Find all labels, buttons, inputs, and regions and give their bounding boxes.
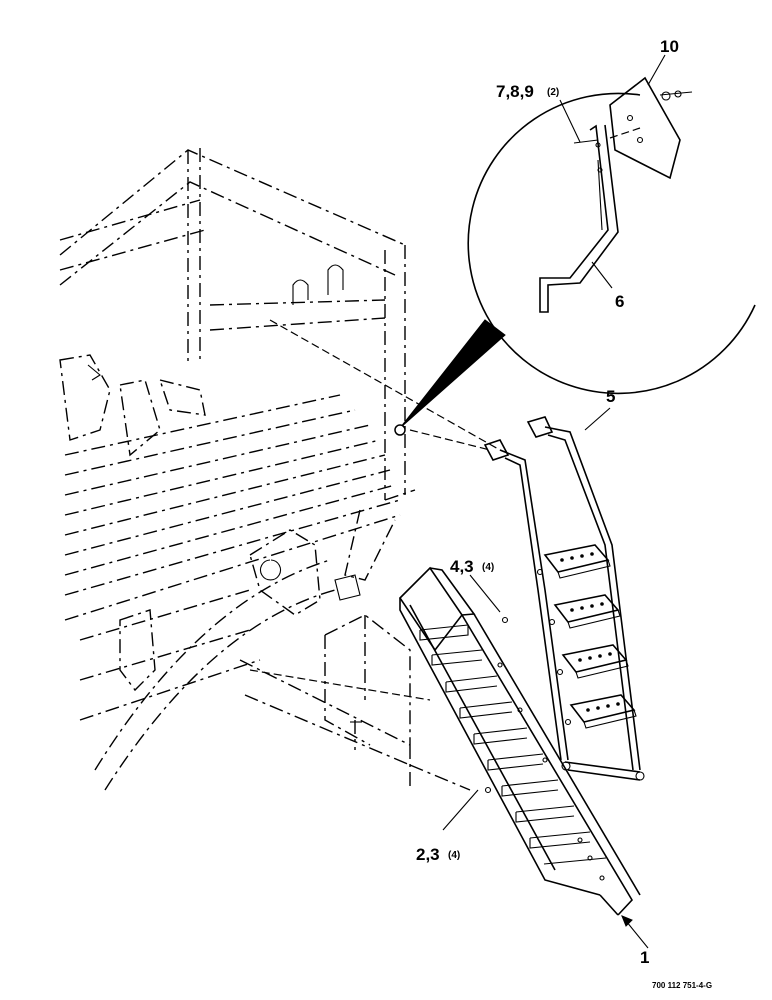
- callout-7-8-9-qty: (2): [547, 87, 559, 98]
- callout-1: 1: [640, 948, 649, 967]
- tread-perforations: [560, 552, 620, 712]
- machine-frame: [59, 148, 501, 791]
- callout-2-3: 2,3: [416, 845, 440, 864]
- main-ladder: [398, 566, 641, 916]
- callout-6: 6: [615, 292, 624, 311]
- callout-7-8-9: 7,8,9: [496, 82, 534, 101]
- callout-5: 5: [606, 387, 615, 406]
- callout-4-3: 4,3: [450, 557, 474, 576]
- callout-2-3-qty: (4): [448, 850, 460, 861]
- detail-view: [467, 76, 756, 395]
- callout-leaders: [442, 54, 666, 949]
- drawing-number: 700 112 751-4-G: [652, 981, 712, 990]
- detail-leader: [394, 319, 506, 436]
- callout-10: 10: [660, 37, 679, 56]
- handrail-ladder: [483, 416, 645, 781]
- callout-4-3-qty: (4): [482, 562, 494, 573]
